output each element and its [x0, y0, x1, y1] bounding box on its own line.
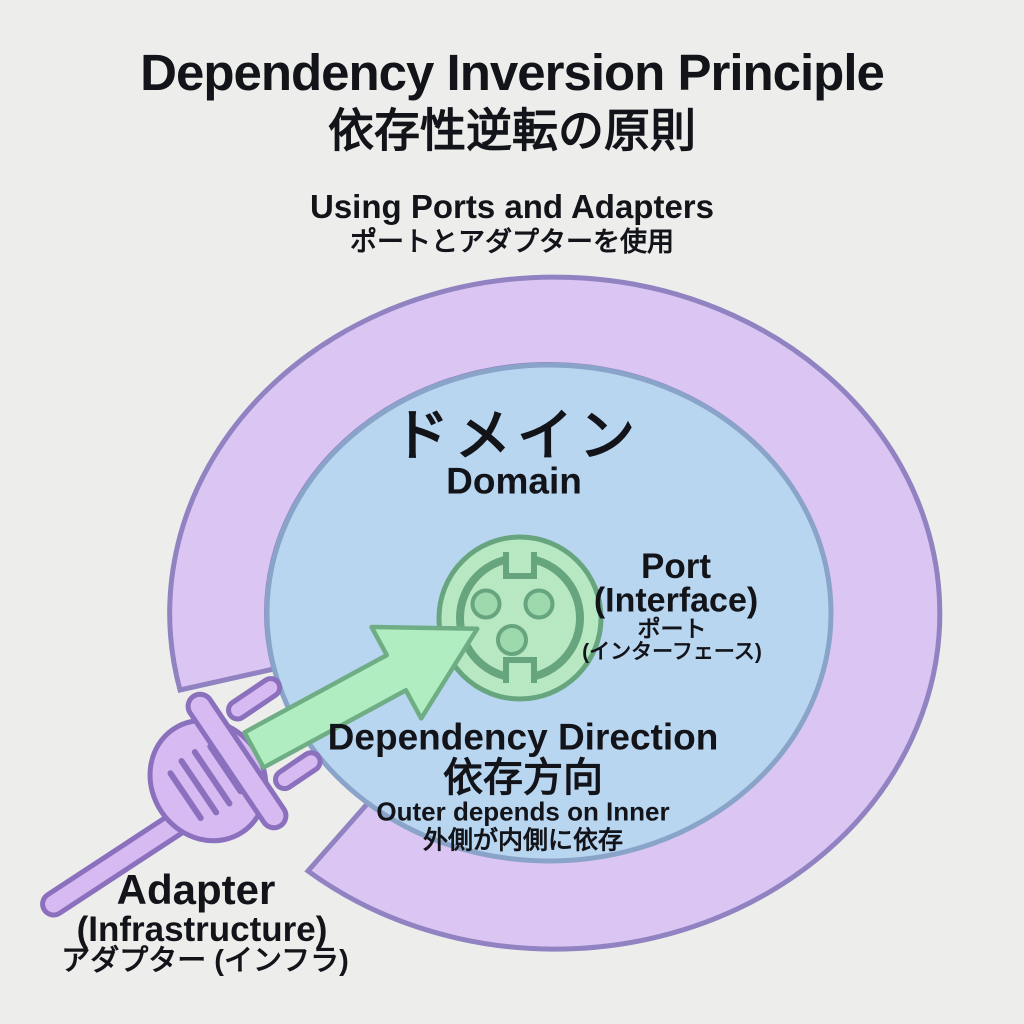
plug-faceplate [185, 691, 289, 831]
socket-top-notch [503, 552, 537, 579]
plug-prong-top [226, 676, 283, 722]
dependency-arrow-icon [242, 624, 480, 770]
port-label-ja2: (インターフェース) [582, 640, 762, 664]
domain-label-en: Domain [446, 460, 582, 502]
socket-hole-right [523, 588, 555, 620]
socket-hole-left [470, 588, 502, 620]
port-label-en: Port [641, 546, 711, 586]
dependency-direction-ja: 依存方向 [443, 756, 603, 800]
domain-label-ja: ドメイン [393, 404, 641, 468]
dependency-arrow [242, 624, 480, 770]
page-title-ja: 依存性逆転の原則 [328, 104, 696, 157]
dependency-direction-en: Dependency Direction [327, 716, 719, 758]
socket-port-icon [436, 534, 604, 702]
page-subtitle-ja: ポートとアダプターを使用 [350, 227, 674, 258]
page-title-en: Dependency Inversion Principle [140, 43, 885, 101]
page-subtitle-en: Using Ports and Adapters [309, 187, 715, 225]
plug-cord-fill [45, 812, 190, 913]
dependency-note-ja: 外側が内側に依存 [422, 826, 624, 855]
power-plug-icon [40, 676, 323, 918]
adapter-label-en: Adapter [116, 865, 276, 913]
dependency-note-en: Outer depends on Inner [376, 796, 670, 827]
port-label-interface: (Interface) [593, 581, 759, 620]
adapter-label-ja: アダプター (インフラ) [61, 945, 349, 978]
port-label-ja: ポート [637, 615, 707, 642]
plug-prong-bottom [273, 750, 323, 792]
adapter-label-infra: (Infrastructure) [76, 909, 328, 949]
socket-bottom-notch [503, 657, 537, 683]
plug-grip-lines [167, 743, 244, 822]
socket-hole-bottom [496, 624, 528, 656]
